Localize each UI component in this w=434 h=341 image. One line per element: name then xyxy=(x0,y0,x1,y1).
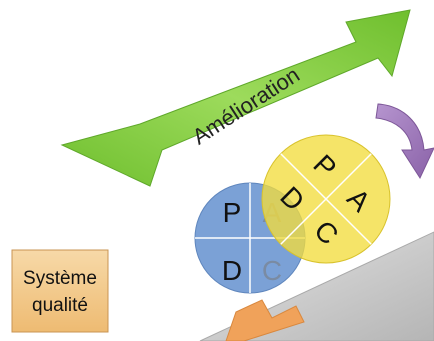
quality-system-line1: Système xyxy=(23,268,97,289)
quality-system-box: Système qualité xyxy=(11,249,109,333)
front-pdca-wheel: P A D C xyxy=(261,134,391,264)
quality-system-line2: qualité xyxy=(32,295,88,316)
rotation-arrow-icon xyxy=(375,103,434,180)
improvement-arrow-fill xyxy=(60,9,411,187)
front-wheel-divider-v xyxy=(280,153,372,245)
quality-system-box-rect xyxy=(11,249,109,333)
rotation-arrow-shape xyxy=(375,103,434,180)
rear-wheel-p: P xyxy=(223,197,242,228)
stopper-wedge xyxy=(225,299,305,341)
rear-wheel-d: D xyxy=(222,255,242,286)
rear-wheel-c: C xyxy=(262,255,282,286)
